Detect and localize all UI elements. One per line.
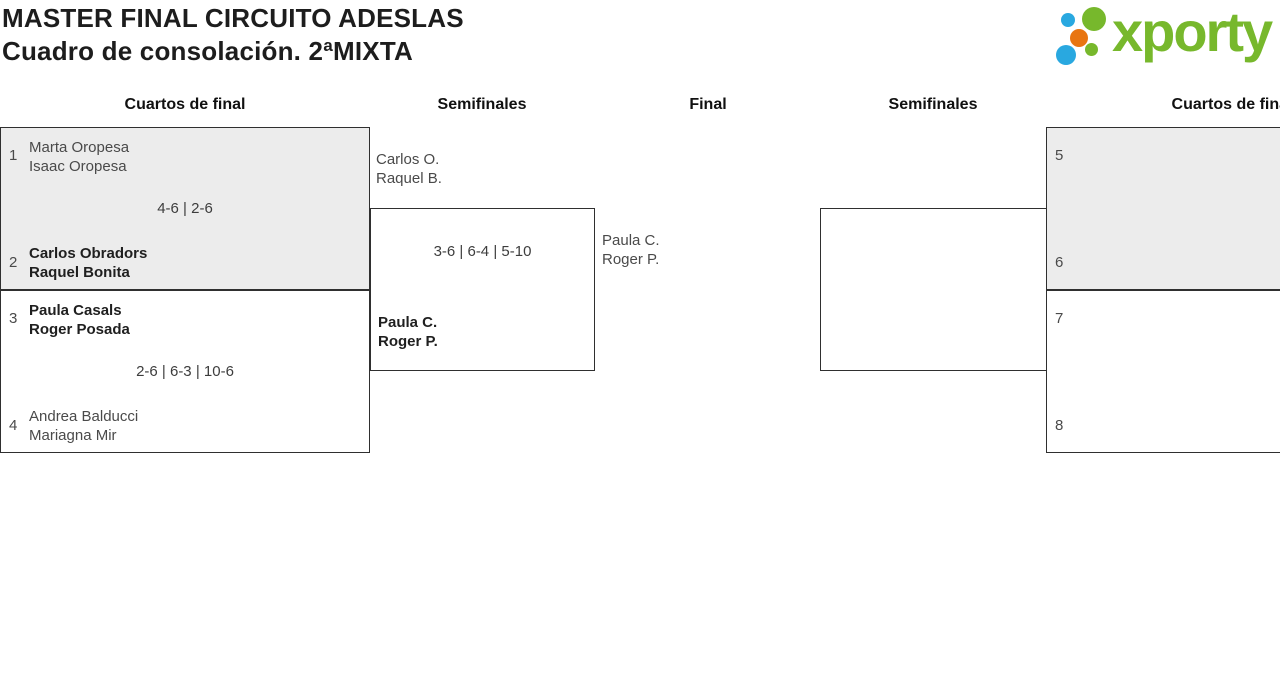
player-name: Carlos Obradors xyxy=(29,245,148,262)
logo-wordmark: xporty xyxy=(1112,0,1273,63)
seed-number: 3 xyxy=(9,310,18,327)
player-name: Isaac Oropesa xyxy=(29,158,127,175)
round-header-quarterfinals-left: Cuartos de final xyxy=(124,96,246,113)
player-name: Roger Posada xyxy=(29,321,130,338)
player-name: Andrea Balducci xyxy=(29,408,139,425)
match-box-qf-left-1[interactable]: 1 Marta Oropesa Isaac Oropesa 4-6 | 2-6 … xyxy=(0,127,370,290)
match-score: 3-6 | 6-4 | 5-10 xyxy=(433,243,532,260)
seed-number: 4 xyxy=(9,417,18,434)
round-header-semifinals-left: Semifinales xyxy=(437,96,527,113)
team-carlos-raquel-sf: Carlos O. Raquel B. xyxy=(376,150,442,188)
match-box-qf-left-2[interactable]: 3 Paula Casals Roger Posada 2-6 | 6-3 | … xyxy=(0,290,370,453)
seed-number: 7 xyxy=(1055,310,1064,327)
title-block: MASTER FINAL CIRCUITO ADESLAS Cuadro de … xyxy=(2,2,464,68)
team-paula-roger-final: Paula C. Roger P. xyxy=(602,231,660,269)
seed-number: 6 xyxy=(1055,254,1064,271)
logo-dot-icon xyxy=(1070,29,1088,47)
player-name: Raquel B. xyxy=(376,170,442,187)
match-score: 2-6 | 6-3 | 10-6 xyxy=(136,363,234,380)
match-box-qf-right-1[interactable]: 5 6 xyxy=(1046,127,1280,290)
xporty-logo[interactable]: xporty xyxy=(1050,0,1280,75)
page-subtitle: Cuadro de consolación. 2ªMIXTA xyxy=(2,36,413,66)
seed-number: 2 xyxy=(9,254,18,271)
round-header-semifinals-right: Semifinales xyxy=(888,96,978,113)
player-name: Paula Casals xyxy=(29,302,122,319)
seed-number: 5 xyxy=(1055,147,1064,164)
logo-dot-icon xyxy=(1082,7,1106,31)
player-name: Roger P. xyxy=(378,333,438,350)
player-name: Marta Oropesa xyxy=(29,139,130,156)
page-title: MASTER FINAL CIRCUITO ADESLAS xyxy=(2,3,464,33)
team-carlos-raquel: Carlos Obradors Raquel Bonita xyxy=(29,244,147,282)
player-name: Paula C. xyxy=(602,232,660,249)
team-paula-roger: Paula Casals Roger Posada xyxy=(29,301,130,339)
match-box-sf-right[interactable] xyxy=(820,208,1047,371)
match-box-qf-right-2[interactable]: 7 8 xyxy=(1046,290,1280,453)
seed-number: 8 xyxy=(1055,417,1064,434)
player-name: Carlos O. xyxy=(376,151,440,168)
logo-dot-icon xyxy=(1085,43,1098,56)
logo-dot-icon xyxy=(1056,45,1076,65)
logo-dot-icon xyxy=(1061,13,1075,27)
team-paula-roger-sf: Paula C. Roger P. xyxy=(378,313,438,351)
match-box-sf-left[interactable]: 3-6 | 6-4 | 5-10 Paula C. Roger P. xyxy=(370,208,595,371)
round-header-final: Final xyxy=(689,96,727,113)
team-andrea-mariagna: Andrea Balducci Mariagna Mir xyxy=(29,407,138,445)
team-marta-isaac: Marta Oropesa Isaac Oropesa xyxy=(29,138,129,176)
round-header-quarterfinals-right: Cuartos de final xyxy=(1171,96,1280,113)
seed-number: 1 xyxy=(9,147,18,164)
player-name: Raquel Bonita xyxy=(29,264,130,281)
match-score: 4-6 | 2-6 xyxy=(157,200,213,217)
player-name: Paula C. xyxy=(378,314,438,331)
player-name: Roger P. xyxy=(602,251,660,268)
player-name: Mariagna Mir xyxy=(29,427,117,444)
